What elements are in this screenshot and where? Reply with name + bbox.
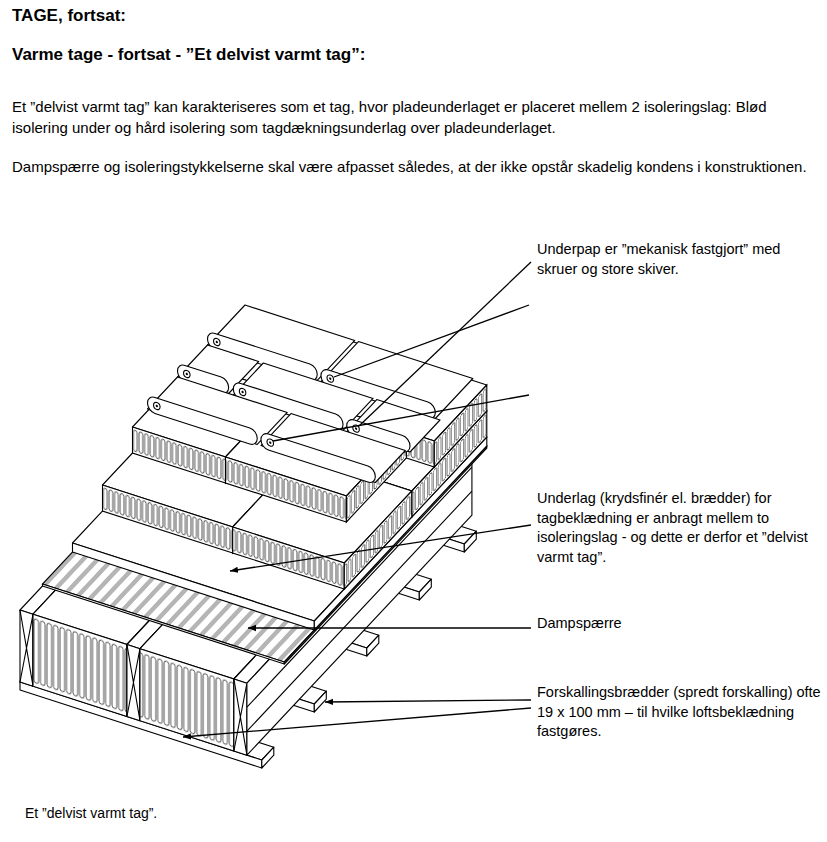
body-text: Dampspærre og isoleringstykkelserne skal…: [12, 156, 820, 177]
roofing-felt: [329, 377, 331, 380]
hard-insulation-board: [133, 427, 226, 483]
hard-insulation-board: [233, 527, 345, 589]
leader-line: [248, 627, 531, 628]
figure-caption: Et ”delvist varmt tag”.: [25, 805, 525, 822]
callout-label: Forskallingsbrædder (spredt forskalling)…: [537, 683, 821, 742]
subtitle: Varme tage - fortsat - ”Et delvist varmt…: [12, 45, 817, 65]
roofing-felt: [156, 404, 158, 407]
rafter-and-soft-insulation: [20, 610, 33, 686]
rafter-and-soft-insulation: [234, 679, 247, 755]
rafter-and-soft-insulation: [127, 645, 140, 721]
body-text: Et ”delvist varmt tag” kan karakterisere…: [12, 96, 820, 138]
rafter-and-soft-insulation: [234, 679, 247, 755]
roofing-felt: [269, 441, 271, 444]
roofing-felt: [154, 401, 161, 410]
roofing-felt: [148, 395, 258, 446]
roofing-felt: [216, 340, 218, 343]
roofing-felt: [267, 438, 274, 447]
roofing-felt: [241, 390, 243, 393]
leader-line: [183, 708, 531, 737]
leader-line: [325, 700, 531, 702]
callout-label: Dampspærre: [537, 614, 821, 634]
rafter-and-soft-insulation: [33, 614, 127, 716]
roofing-felt: [355, 427, 357, 430]
callout-label: Underpap er ”mekanisk fastgjort” med skr…: [537, 240, 821, 279]
leader-line: [334, 305, 529, 377]
leader-line: [273, 395, 529, 441]
roofing-felt: [148, 305, 473, 485]
page-title: TAGE, fortsat:: [12, 6, 817, 26]
roofing-felt: [239, 387, 246, 396]
leader-line: [359, 262, 531, 426]
roofing-felt: [186, 372, 188, 375]
hard-insulation-board: [103, 485, 233, 553]
rafter-and-soft-insulation: [20, 610, 33, 686]
batten: [367, 635, 379, 656]
rafter-and-soft-insulation: [127, 645, 140, 721]
callout-label: Underlag (krydsfinér el. brædder) for ta…: [537, 489, 821, 567]
batten: [419, 579, 431, 600]
rafter-and-soft-insulation: [140, 649, 234, 751]
leader-line: [183, 262, 531, 737]
roofing-felt: [184, 369, 191, 378]
batten: [262, 747, 274, 768]
roofing-felt: [214, 337, 221, 346]
leader-line: [230, 525, 531, 571]
roofing-felt: [327, 374, 334, 383]
batten: [314, 691, 326, 712]
